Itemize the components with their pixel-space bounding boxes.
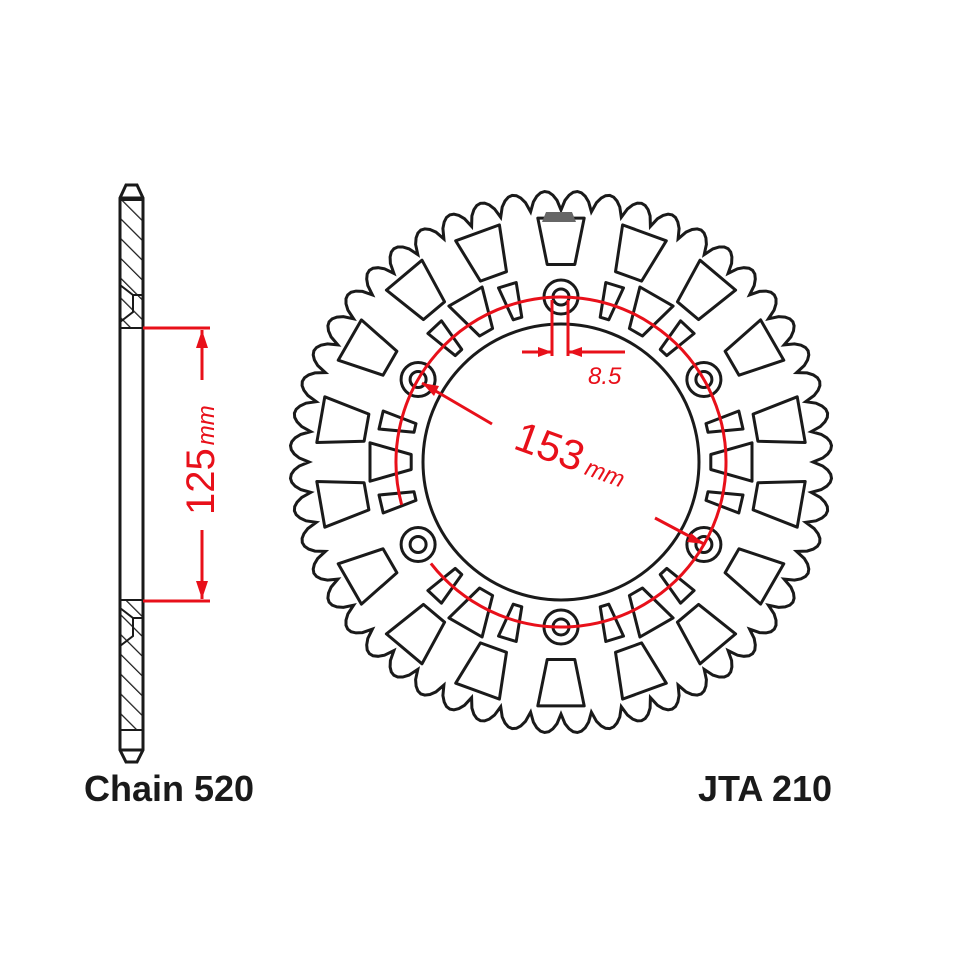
outer-window <box>315 480 371 529</box>
inner-window <box>377 490 418 515</box>
outer-window <box>675 602 738 666</box>
side-view <box>118 183 145 764</box>
side-dimension-125 <box>143 326 210 603</box>
inner-window <box>497 281 524 322</box>
inner-window <box>704 409 745 434</box>
outer-window <box>536 216 586 266</box>
bolt-hole-label: 8.5 <box>588 363 622 390</box>
inner-window <box>426 566 464 605</box>
outer-window <box>751 480 807 529</box>
outer-window <box>454 223 508 283</box>
center-bore <box>421 322 701 602</box>
outer-window <box>536 658 586 708</box>
bolt-hole <box>408 535 428 554</box>
inner-window <box>426 319 464 358</box>
inner-window <box>368 441 413 483</box>
bolt-circle-dimension <box>394 295 728 629</box>
outer-window <box>384 258 447 322</box>
front-view <box>288 189 834 735</box>
inner-window <box>377 409 418 434</box>
outer-window <box>723 547 786 606</box>
outer-window <box>336 318 399 377</box>
outer-window <box>675 258 738 322</box>
inner-window <box>658 319 696 358</box>
outer-window <box>614 223 668 283</box>
inner-window <box>447 586 495 639</box>
outer-window <box>454 641 508 701</box>
outer-window <box>315 395 371 444</box>
chain-caption: Chain 520 <box>84 768 255 809</box>
outer-window <box>723 318 786 377</box>
outer-window <box>614 641 668 701</box>
outer-window <box>751 395 807 444</box>
outer-window <box>384 602 447 666</box>
logo-icon <box>542 212 576 222</box>
inner-window <box>598 281 625 322</box>
inner-window <box>598 602 625 643</box>
part-number: JTA 210 <box>698 768 833 809</box>
side-dimension-label: 125mm <box>179 405 223 515</box>
inner-window <box>627 586 675 639</box>
inner-window <box>627 285 675 338</box>
outer-window <box>336 547 399 606</box>
inner-window <box>658 566 696 605</box>
inner-window <box>497 602 524 643</box>
inner-window <box>709 441 754 483</box>
inner-window <box>704 490 745 515</box>
inner-window <box>447 285 495 338</box>
